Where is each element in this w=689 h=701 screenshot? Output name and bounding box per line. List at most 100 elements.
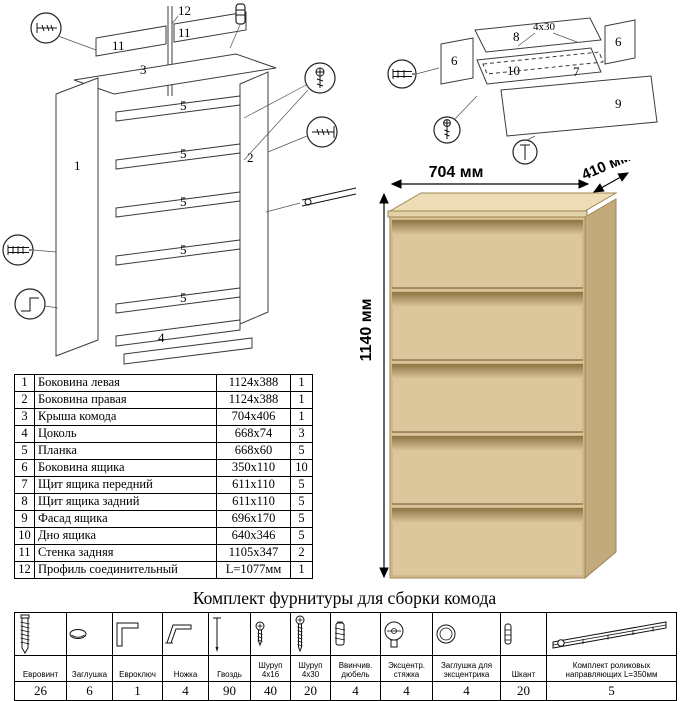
hardware-cell <box>500 612 547 656</box>
part-size: 696x170 <box>216 510 291 528</box>
part-label-5: 5 <box>180 146 187 161</box>
part-qty: 1 <box>290 561 313 579</box>
hardware-qty: 40 <box>250 681 291 701</box>
hardware-name: Заглушка <box>66 655 113 682</box>
hardware-qty: 90 <box>208 681 251 701</box>
part-label-2: 2 <box>247 150 254 165</box>
drawer-front-3 <box>391 363 584 433</box>
hardware-cell <box>250 612 291 656</box>
drawer-front-4 <box>391 435 584 505</box>
dowel-sketch <box>229 3 246 49</box>
hardware-qty: 5 <box>546 681 677 701</box>
part-num: 3 <box>14 408 35 426</box>
part-size: 640x346 <box>216 527 291 545</box>
part-num: 1 <box>14 374 35 392</box>
hardware-cell <box>546 612 677 656</box>
part-qty: 1 <box>290 374 313 392</box>
hardware-cell <box>290 612 331 656</box>
part-qty: 5 <box>290 493 313 511</box>
part-name: Фасад ящика <box>34 510 217 528</box>
hardware-qty: 4 <box>162 681 209 701</box>
hardware-heading: Комплект фурнитуры для сборки комода <box>192 588 497 608</box>
part-label-11: 11 <box>178 25 191 40</box>
hardware-qty: 4 <box>330 681 381 701</box>
part-qty: 10 <box>290 459 313 477</box>
screw-callout <box>30 12 97 51</box>
dresser-side <box>584 198 617 580</box>
part-name: Профиль соединительный <box>34 561 217 579</box>
part-label-3: 3 <box>140 62 147 77</box>
drawer-slide-sketch <box>265 187 357 213</box>
hardware-cell <box>66 612 113 656</box>
screw-size-note: 4x30 <box>517 21 578 47</box>
part-label-5: 5 <box>180 194 187 209</box>
plug-icon <box>69 629 87 639</box>
hardware-cell <box>208 612 251 656</box>
part-label-5: 5 <box>180 242 187 257</box>
top-panel: 3 <box>73 53 277 95</box>
hardware-qty: 20 <box>500 681 547 701</box>
screw-4x30-icon <box>295 615 305 653</box>
drawer-bottom: 10 <box>476 47 602 85</box>
phillips-screw-callout <box>243 62 336 161</box>
hardware-cell <box>162 612 209 656</box>
hardware-cell <box>14 612 67 656</box>
part-num: 10 <box>14 527 35 545</box>
hardware-qty-row: 26 6 1 4 90 40 20 4 4 4 20 5 <box>14 681 677 701</box>
part-size: 704x406 <box>216 408 291 426</box>
part-label-9: 9 <box>615 96 622 111</box>
part-label-5: 5 <box>180 290 187 305</box>
hex-key-icon <box>116 622 139 647</box>
part-name: Крыша комода <box>34 408 217 426</box>
part-num: 7 <box>14 476 35 494</box>
euro-screw-callout <box>2 234 57 266</box>
euro-screw-icon <box>20 614 30 654</box>
part-qty: 3 <box>290 425 313 443</box>
drawer-back: 8 <box>474 17 602 53</box>
part-num: 12 <box>14 561 35 579</box>
hardware-name: Евроключ <box>112 655 163 682</box>
drawer-front-1 <box>391 219 584 289</box>
part-num: 5 <box>14 442 35 460</box>
part-size: 1124x388 <box>216 374 291 392</box>
dresser-render: 1140 мм 704 мм 410 мм <box>358 160 633 580</box>
drawer-exploded-diagram: 8 4x30 6 6 10 7 9 <box>387 17 658 165</box>
euro-screw-callout <box>387 59 440 89</box>
hardware-name: Евровинт <box>14 655 67 682</box>
part-name: Щит ящика задний <box>34 493 217 511</box>
height-dimension-label: 1140 мм <box>358 299 375 362</box>
hardware-qty: 4 <box>380 681 433 701</box>
part-size: 668x60 <box>216 442 291 460</box>
part-size: 668x74 <box>216 425 291 443</box>
width-dimension: 704 мм <box>390 164 590 189</box>
part-size: 350x110 <box>216 459 291 477</box>
hardware-qty: 20 <box>290 681 331 701</box>
hardware-icons-row <box>14 612 677 656</box>
leg-icon <box>165 624 192 644</box>
part-label-12: 12 <box>178 3 191 18</box>
plinth: 4 <box>115 319 253 365</box>
cabinet-exploded-diagram: 12 11 11 3 1 2 5 5 5 5 5 4 <box>2 3 357 365</box>
wooden-dowel-icon <box>504 623 512 645</box>
hardware-qty: 1 <box>112 681 163 701</box>
hardware-table: Евровинт Заглушка Евроключ Ножка Гвоздь … <box>14 612 677 701</box>
hardware-cell <box>112 612 163 656</box>
depth-dimension-label: 410 мм <box>579 160 633 184</box>
part-size: 611x110 <box>216 476 291 494</box>
part-size: 1124x388 <box>216 391 291 409</box>
hardware-name: Шуруп 4x16 <box>250 655 291 682</box>
part-label-4: 4 <box>158 330 165 345</box>
part-label-1: 1 <box>74 158 81 173</box>
part-qty: 5 <box>290 527 313 545</box>
part-label-8: 8 <box>513 29 520 44</box>
part-num: 11 <box>14 544 35 562</box>
part-size: 1105x347 <box>216 544 291 562</box>
part-num: 9 <box>14 510 35 528</box>
part-label-11: 11 <box>112 38 125 53</box>
part-qty: 5 <box>290 442 313 460</box>
dresser-top-edge <box>387 210 588 218</box>
nail-callout <box>512 135 538 165</box>
